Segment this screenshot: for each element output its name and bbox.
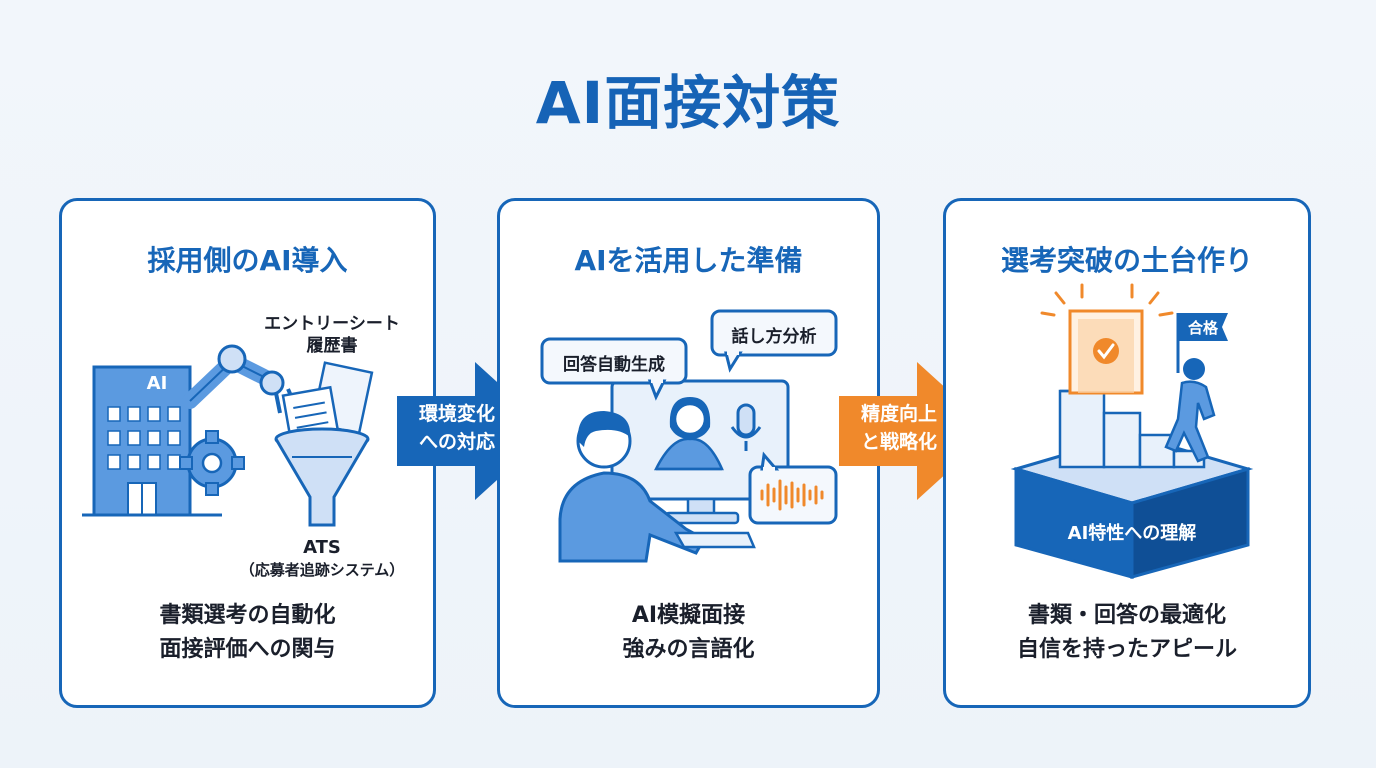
foundation-illustration [1010, 283, 1254, 579]
bottom-line-2: 自信を持ったアピール [1016, 637, 1237, 662]
ai-preparation-illustration [540, 309, 838, 563]
flag-label: 合格 [1187, 319, 1218, 337]
documents-label-line1: エントリーシート [264, 314, 400, 334]
recruiting-ai-illustration [82, 344, 374, 527]
building-ai-label: AI [146, 373, 168, 394]
speech-bubble-right [710, 309, 838, 373]
funnel-icon [274, 427, 370, 527]
gear-icon [179, 430, 245, 496]
card-bottom-text: 書類・回答の最適化 自信を持ったアピール [946, 599, 1308, 667]
card-bottom-text: 書類選考の自動化 面接評価への関与 [62, 599, 433, 667]
card-heading: 採用側のAI導入 [147, 244, 348, 277]
card-foundation: 選考突破の土台作り [943, 198, 1311, 708]
flag-icon [1176, 313, 1228, 373]
ats-sub-label: （応募者追跡システム） [239, 561, 405, 579]
robot-arm-icon [182, 344, 298, 414]
card-ai-adoption: 採用側のAI導入 [59, 198, 436, 708]
voice-waveform-icon [748, 451, 838, 525]
bubble-speech-analysis: 話し方分析 [731, 327, 817, 347]
ats-label: ATS [303, 537, 341, 558]
building-icon [82, 365, 222, 517]
card-ai-preparation: AIを活用した準備 [497, 198, 880, 708]
documents-label-line2: 履歴書 [306, 336, 358, 356]
keyboard-icon [673, 531, 756, 549]
arrow-label-2: 精度向上 と戦略化 [860, 403, 937, 453]
arrow-label-1: 環境変化 への対応 [418, 403, 495, 453]
interviewer-avatar [653, 397, 724, 471]
speech-bubble-left [540, 337, 688, 401]
bottom-line-1: 書類選考の自動化 [159, 603, 336, 628]
page-title: AI面接対策 [535, 69, 841, 137]
card-bottom-text: AI模擬面接 強みの言語化 [500, 599, 877, 667]
goal-gate-icon [1040, 283, 1174, 395]
stairs-icon [1058, 389, 1206, 469]
person-climbing-icon [1164, 358, 1216, 463]
card-heading: 選考突破の土台作り [1000, 244, 1253, 277]
bubble-answer-generation: 回答自動生成 [563, 355, 665, 375]
bottom-line-1: AI模擬面接 [631, 603, 746, 628]
microphone-icon [730, 403, 762, 451]
bottom-line-1: 書類・回答の最適化 [1027, 603, 1226, 628]
card-heading: AIを活用した準備 [574, 244, 803, 277]
base-label: AI特性への理解 [1067, 523, 1197, 544]
bottom-line-2: 強みの言語化 [622, 637, 755, 662]
bottom-line-2: 面接評価への関与 [159, 637, 336, 662]
